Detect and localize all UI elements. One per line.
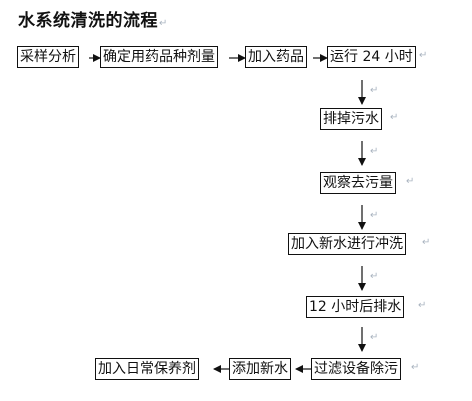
paragraph-mark: ↵ [411,362,420,373]
paragraph-mark: ↵ [159,18,168,29]
step-drain-after-12h: 12 小时后排水 [306,296,405,318]
paragraph-mark: ↵ [370,332,379,343]
step-add-chemicals: 加入药品 [245,46,307,68]
step-add-maintenance-agent: 加入日常保养剂 [95,358,199,380]
paragraph-mark: ↵ [422,237,431,248]
step-determine-dosage: 确定用药品种剂量 [100,46,218,68]
step-sampling-analysis: 采样分析 [17,46,79,68]
paragraph-mark: ↵ [370,85,379,96]
step-filter-decontaminate: 过滤设备除污 [311,358,401,380]
step-add-fresh-water: 添加新水 [229,358,291,380]
paragraph-mark: ↵ [419,50,428,61]
paragraph-mark: ↵ [390,112,399,123]
paragraph-mark: ↵ [370,271,379,282]
step-observe-removal: 观察去污量 [320,172,396,194]
page-title: 水系统清洗的流程↵ [18,6,168,31]
step-add-water-flush: 加入新水进行冲洗 [288,233,406,255]
step-run-24h: 运行 24 小时 [327,46,416,68]
step-drain-wastewater: 排掉污水 [320,108,382,130]
paragraph-mark: ↵ [370,146,379,157]
paragraph-mark: ↵ [418,300,427,311]
paragraph-mark: ↵ [370,210,379,221]
paragraph-mark: ↵ [406,176,415,187]
title-text: 水系统清洗的流程 [18,11,158,31]
